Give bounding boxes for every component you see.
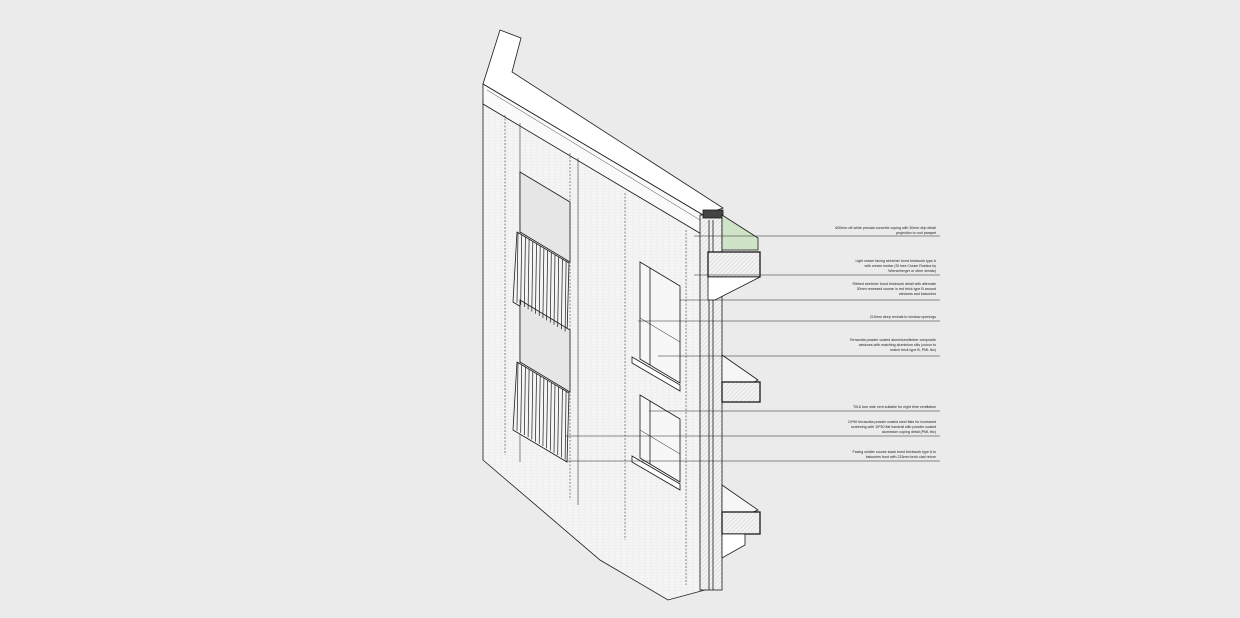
railing-bar (542, 378, 545, 447)
railing-bar (538, 375, 541, 444)
annotation-soldier-course: Facing soldier course stack bond brickwo… (852, 450, 937, 460)
balcony-recess (519, 171, 571, 263)
railing-bar (564, 261, 567, 332)
window-sill (631, 356, 681, 392)
railing-bar (535, 243, 537, 314)
railing-bar (561, 259, 563, 330)
annotation-railing: 10*90 terracotta powder coated steel fla… (847, 420, 936, 435)
railing-bar (561, 389, 563, 458)
railing-bar (549, 252, 552, 323)
railing-bar (524, 367, 526, 436)
railing-bar (516, 362, 519, 431)
annotation-brickwork-a: Light cream facing stretcher bond brickw… (855, 259, 937, 274)
railing-bar (546, 250, 548, 321)
railing-bar (531, 241, 534, 312)
railing-bar (553, 254, 556, 325)
green-roof (721, 214, 759, 251)
railing-bar (546, 380, 548, 449)
railing-bar (549, 382, 552, 451)
annotation-coping: 600mm off-white precast concrete coping … (835, 226, 936, 236)
coping-section (702, 209, 724, 219)
roof-slab-section (707, 251, 761, 278)
balcony-slab-section (721, 381, 761, 403)
railing-bar (564, 391, 567, 460)
railing-bar (520, 234, 523, 305)
annotation-reveals: 215mm deep reveals to window openings (869, 315, 936, 319)
railing-bar (535, 373, 537, 442)
annotation-vent: Tilt & turn side vent suitable for night… (853, 405, 936, 409)
railing-bar (520, 364, 523, 433)
railing-bar (516, 232, 519, 303)
railing-bar (557, 387, 560, 456)
railing-bar (557, 257, 560, 328)
balcony-slab-section (721, 511, 761, 535)
window-sill (631, 455, 681, 491)
roof-soffit (707, 276, 761, 301)
annotation-ribbed-brickwork: Ribbed stretcher bond brickwork detail w… (852, 282, 937, 297)
railing-bar (553, 384, 556, 453)
railing-bar (527, 239, 530, 310)
annotation-windows: Terracotta powder coated aluminium/timbe… (849, 338, 936, 353)
railing-bar (531, 371, 534, 440)
railing-bar (542, 248, 545, 319)
railing-bar (538, 245, 541, 316)
railing-bar (527, 369, 530, 438)
railing-bar (524, 237, 526, 308)
